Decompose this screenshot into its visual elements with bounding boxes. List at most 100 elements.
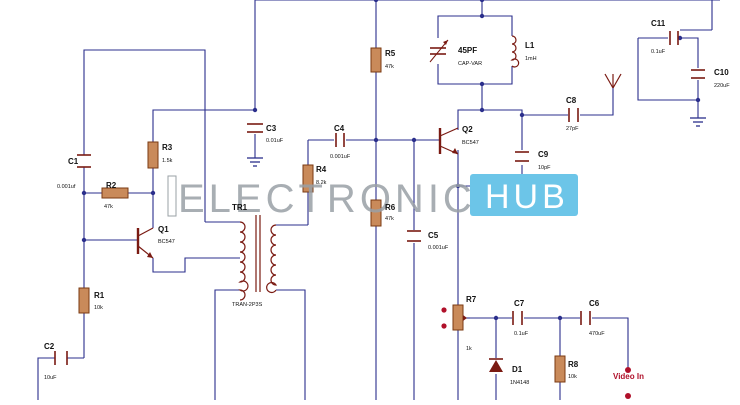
label-c3-value: 0.01uF <box>266 138 284 144</box>
label-video-in: Video In <box>613 372 644 381</box>
label-r3-ref: R3 <box>162 143 173 152</box>
label-r6-value: 47k <box>385 216 394 222</box>
label-d1-ref: D1 <box>512 365 523 374</box>
capacitor-c8 <box>568 108 579 122</box>
label-d1-value: 1N4148 <box>510 380 529 386</box>
label-c6-value: 470uF <box>589 331 605 337</box>
watermark-hub-box <box>470 174 578 216</box>
wire-tank-upper <box>437 15 513 38</box>
capacitor-c3 <box>247 123 263 133</box>
label-c11-value: 0.1uF <box>651 49 666 55</box>
label-r6-ref: R6 <box>385 203 396 212</box>
label-c2-ref: C2 <box>44 342 55 351</box>
label-c8-ref: C8 <box>566 96 577 105</box>
label-r7-value: 1k <box>466 346 472 352</box>
capacitor-c4 <box>335 133 345 147</box>
label-r1-ref: R1 <box>94 291 105 300</box>
wire-c10-loop <box>637 38 699 101</box>
label-r5-ref: R5 <box>385 49 396 58</box>
label-r8-value: 10k <box>568 374 577 380</box>
resistor-r8 <box>554 355 566 383</box>
potentiometer-r7 <box>441 304 470 331</box>
label-c9-ref: C9 <box>538 150 549 159</box>
label-c10-value: 220uF <box>714 83 730 89</box>
label-r5-value: 47k <box>385 64 394 70</box>
label-c10-ref: C10 <box>714 68 729 77</box>
label-c9-value: 10pF <box>538 165 551 171</box>
label-c1-ref: C1 <box>68 157 79 166</box>
label-c8-value: 27pF <box>566 126 579 132</box>
label-c2-value: 10uF <box>44 375 57 381</box>
label-c4-ref: C4 <box>334 124 345 133</box>
label-l1-value: 1mH <box>525 56 537 62</box>
wire-tr1-bottom-left <box>214 289 240 400</box>
transistor-q2 <box>438 127 459 155</box>
resistor-r1 <box>78 287 90 314</box>
video-input-terminal <box>625 367 631 399</box>
wire-c11-c10 <box>680 37 699 68</box>
watermark-suffix: HUB <box>485 178 569 216</box>
label-r3-value: 1.5k <box>162 158 173 164</box>
wire-q1-emitter <box>152 257 240 273</box>
label-tr1-value: TRAN-2P3S <box>232 302 263 308</box>
label-c1-value: 0.001uf <box>57 184 76 190</box>
label-r4-value: 8.2k <box>316 180 327 186</box>
label-r2-ref: R2 <box>106 181 117 190</box>
capacitor-c5 <box>407 230 421 242</box>
label-r1-value: 10k <box>94 305 103 311</box>
label-c4-value: 0.001uF <box>330 154 351 160</box>
resistor-r5 <box>370 47 382 73</box>
capacitor-c1 <box>77 154 91 168</box>
label-r7-ref: R7 <box>466 295 477 304</box>
label-c3-ref: C3 <box>266 124 277 133</box>
junction-nodes <box>81 0 701 321</box>
transformer-tr1 <box>238 215 278 301</box>
label-vc-ref: 45PF <box>458 46 477 55</box>
resistor-r4 <box>302 164 314 193</box>
ground-icon <box>690 117 706 127</box>
capacitor-c9 <box>515 151 529 162</box>
watermark-brand: ELECTRONICS <box>178 177 507 221</box>
capacitor-c10 <box>691 69 705 79</box>
watermark: ELECTRONICS HUB <box>167 174 578 221</box>
resistor-r2 <box>101 187 129 199</box>
resistor-r3 <box>147 141 159 169</box>
label-q2-ref: Q2 <box>462 125 473 134</box>
label-c7-ref: C7 <box>514 299 525 308</box>
wire-antenna <box>580 88 614 116</box>
wire-c6-out <box>592 317 629 370</box>
label-tr1-ref: TR1 <box>232 203 248 212</box>
wire-c1-top <box>83 49 206 222</box>
capacitor-c11 <box>669 31 679 45</box>
label-c5-value: 0.001uF <box>428 245 449 251</box>
label-vc-value: CAP-VAR <box>458 61 482 67</box>
wire-r3-top <box>152 109 255 142</box>
wire-c2-left <box>37 357 55 400</box>
wire-tank-lower <box>437 64 513 85</box>
label-l1-ref: L1 <box>525 41 535 50</box>
resistor-r6 <box>370 199 382 227</box>
label-q2-value: BC547 <box>462 140 479 146</box>
wires <box>37 0 720 400</box>
label-c7-value: 0.1uF <box>514 331 529 337</box>
label-q1-value: BC547 <box>158 239 175 245</box>
capacitor-c7 <box>512 311 523 325</box>
label-c6-ref: C6 <box>589 299 600 308</box>
wire-q2-collector <box>457 109 523 150</box>
component-labels: C1 0.001uf R2 47k R3 1.5k Q1 BC547 R1 10… <box>44 19 730 386</box>
label-c5-ref: C5 <box>428 231 439 240</box>
variable-capacitor <box>429 39 449 63</box>
inductor-l1 <box>510 35 520 68</box>
label-r2-value: 47k <box>104 204 113 210</box>
antenna-icon <box>604 73 622 89</box>
capacitor-c2 <box>54 351 68 365</box>
label-r4-ref: R4 <box>316 165 327 174</box>
label-r8-ref: R8 <box>568 360 579 369</box>
ground-icon <box>247 157 263 167</box>
label-c11-ref: C11 <box>651 19 666 28</box>
diode-d1 <box>489 358 503 372</box>
wire-tr1-bottom-right <box>276 289 306 400</box>
transistor-q1 <box>136 227 154 259</box>
